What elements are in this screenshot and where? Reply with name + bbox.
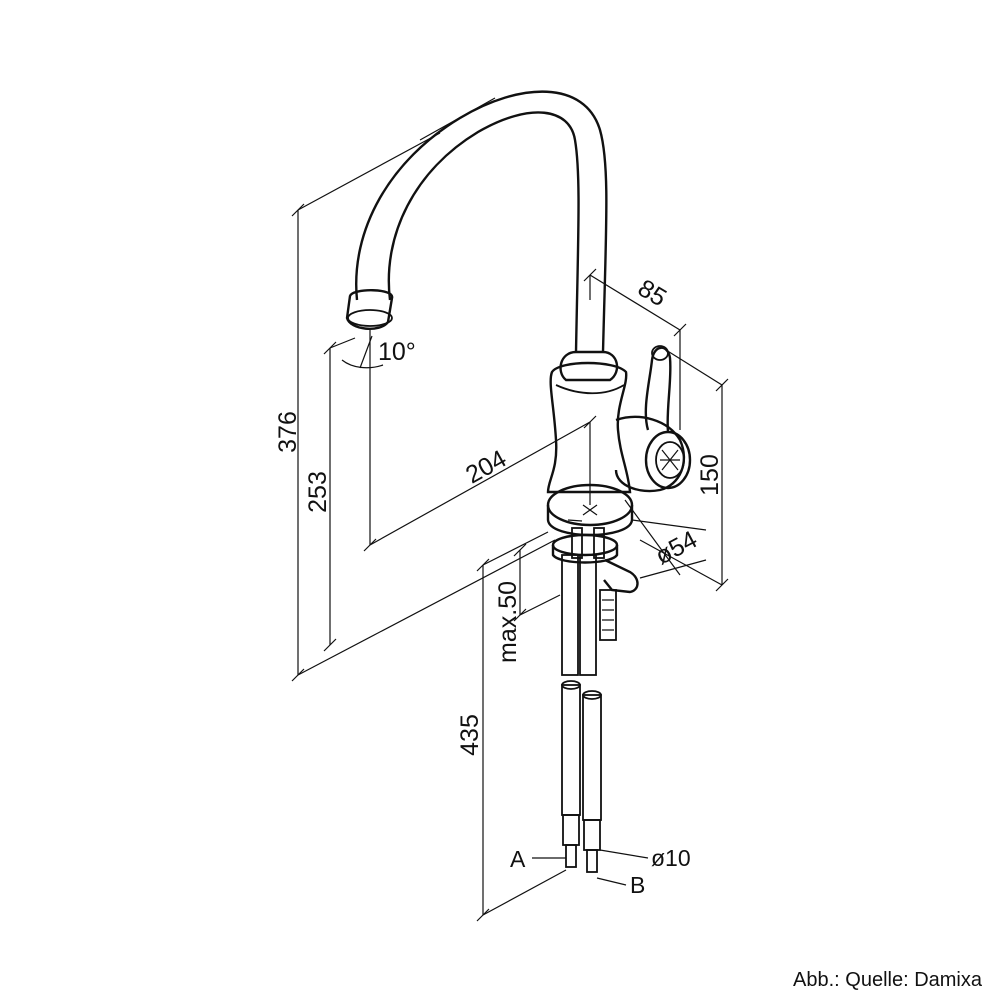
callout-hose-diameter: ø10 [599,845,691,871]
dim-label-150: 150 [696,454,724,496]
callout-hose-b: B [596,872,645,898]
dim-label-376: 376 [274,411,302,453]
mixer-lever [614,345,692,493]
dim-spout-angle: 10° [341,330,416,545]
dim-label-435: 435 [456,714,484,756]
faucet-spout [345,90,608,353]
dim-height-spout: 253 [304,337,356,652]
callout-hose-a: A [510,846,566,872]
dim-label-85: 85 [633,274,671,312]
label-a: A [510,846,526,872]
dim-mount-thickness: max.50 [494,543,561,663]
dim-label-10deg: 10° [378,338,416,366]
dim-lever-offset: 85 [583,268,687,430]
dim-body-height: 150 [639,349,729,592]
dim-height-total: 376 [274,132,556,682]
label-d10: ø10 [651,845,691,871]
dim-base-diameter: ø54 [624,499,707,579]
supply-hoses [561,554,602,873]
dim-label-max50: max.50 [494,581,522,663]
dim-label-253: 253 [304,471,332,513]
label-b: B [630,872,645,898]
dim-hose-length: 435 [456,531,567,922]
dim-label-204: 204 [461,445,511,490]
source-caption: Abb.: Quelle: Damixa [793,969,982,991]
